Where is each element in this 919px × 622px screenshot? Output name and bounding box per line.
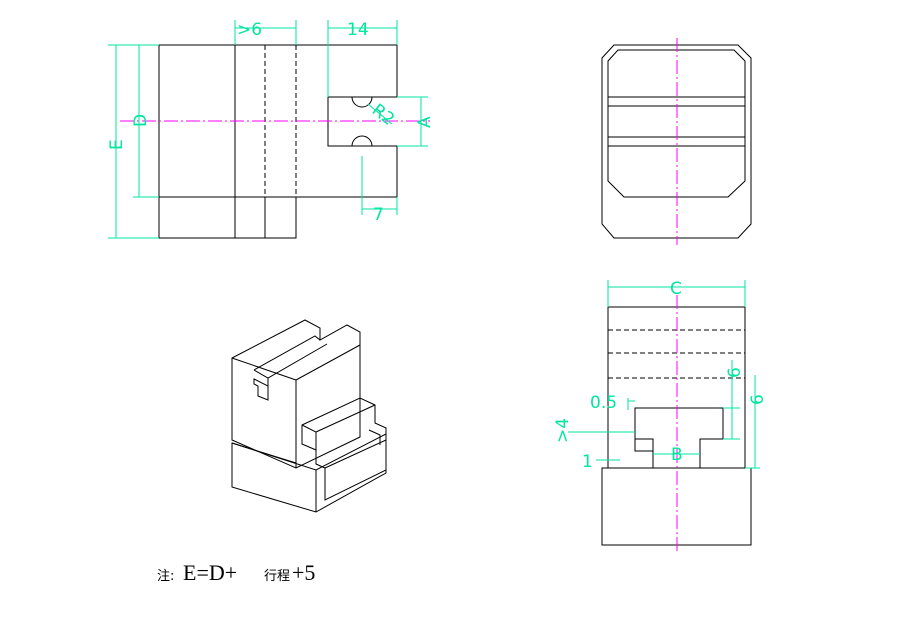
dim-top-14: 14	[347, 20, 369, 40]
dim-left-D: D	[131, 114, 151, 127]
dim-top-C: C	[670, 279, 682, 299]
dim-offset-05: 0.5	[590, 393, 617, 413]
dim-right-6b: 6	[748, 394, 768, 405]
note-formula-mid: 行程	[264, 569, 290, 584]
side-view	[601, 38, 752, 245]
dim-top-min6: >6	[237, 20, 262, 40]
note-prefix: 注:	[157, 569, 174, 584]
dim-right-A: A	[415, 116, 435, 128]
dim-right-6a: 6	[725, 367, 745, 378]
dim-min4: >4	[553, 418, 573, 443]
dim-left-E: E	[107, 139, 127, 150]
end-dimensions: C 6 6 0.5 >4 1 B	[553, 279, 768, 472]
isometric-view	[231, 319, 387, 513]
formula-note: 注: E=D+ 行程 +5	[157, 560, 315, 585]
dim-slot-B: B	[671, 445, 683, 465]
note-formula-a: E=D+	[183, 560, 237, 585]
note-formula-b: +5	[292, 560, 315, 585]
dim-radius: R2	[368, 100, 398, 130]
end-view	[601, 295, 752, 552]
dim-bottom-7: 7	[373, 205, 384, 225]
dim-gap-1: 1	[582, 452, 593, 472]
front-dimensions: >6 14 E D R2 A 7	[107, 20, 435, 239]
